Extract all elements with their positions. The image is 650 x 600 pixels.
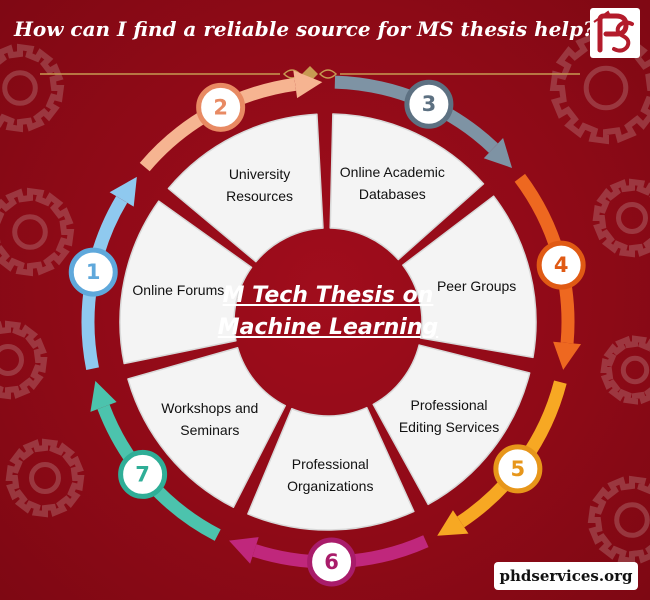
cycle-arrow-head bbox=[90, 380, 117, 412]
segment-label: Online Academic Databases bbox=[339, 164, 445, 203]
step-number: 5 bbox=[511, 457, 526, 481]
segment-panel bbox=[247, 406, 415, 531]
segment-label: Online Forums bbox=[132, 282, 225, 299]
step-number-badge: 2 bbox=[196, 82, 246, 132]
segment-5: 5 bbox=[372, 344, 567, 536]
segment-panel bbox=[127, 347, 286, 508]
step-number-badge: 6 bbox=[307, 537, 357, 587]
segment-6: 6 bbox=[229, 406, 429, 587]
segment-panel bbox=[402, 195, 537, 359]
segment-label: Professional Editing Services bbox=[398, 396, 500, 435]
gear-icon bbox=[600, 335, 650, 405]
segment-2: 2 bbox=[139, 70, 324, 263]
title-divider bbox=[40, 66, 580, 82]
step-number-badge: 1 bbox=[68, 247, 118, 297]
ps-logo-icon bbox=[590, 8, 640, 58]
segment-3: 3 bbox=[329, 75, 513, 261]
cycle-arrow-head bbox=[437, 510, 469, 536]
page-title: How can I find a reliable source for MS … bbox=[14, 17, 595, 41]
cycle-arrow-head bbox=[483, 137, 513, 168]
segment-1: 1 bbox=[68, 176, 253, 370]
gear-icon bbox=[0, 43, 65, 133]
cycle-arrow-head bbox=[553, 341, 582, 370]
gear-icon bbox=[0, 320, 48, 400]
step-number: 6 bbox=[324, 550, 339, 574]
cycle-arrow-head bbox=[293, 70, 323, 99]
step-number: 3 bbox=[422, 92, 437, 116]
segment-label: Professional Organizations bbox=[287, 455, 374, 494]
step-number: 1 bbox=[86, 260, 101, 284]
step-number-badge: 3 bbox=[404, 79, 454, 129]
segment-panel bbox=[372, 344, 531, 506]
segment-panel bbox=[119, 200, 253, 365]
gear-icon bbox=[5, 438, 85, 518]
gear-icon bbox=[587, 475, 650, 565]
website-badge[interactable]: phdservices.org bbox=[494, 562, 638, 590]
step-number-badge: 4 bbox=[536, 240, 586, 290]
cycle-arrow-head bbox=[109, 176, 137, 207]
segment-label: University Resources bbox=[226, 166, 293, 205]
center-title: M Tech Thesis on Machine Learning bbox=[217, 283, 439, 340]
segment-label: Peer Groups bbox=[436, 277, 517, 294]
segment-label: Workshops and Seminars bbox=[161, 400, 259, 439]
step-number-badge: 5 bbox=[493, 444, 543, 494]
segment-4: 4 bbox=[402, 173, 586, 370]
segment-7: 7 bbox=[90, 347, 286, 541]
step-number: 2 bbox=[213, 95, 228, 119]
gear-icon bbox=[592, 178, 650, 258]
step-number: 7 bbox=[135, 462, 150, 486]
step-number: 4 bbox=[554, 253, 569, 277]
segment-panel bbox=[167, 113, 324, 263]
segment-panel bbox=[329, 113, 485, 261]
gear-icon bbox=[0, 187, 75, 277]
cycle-arrow-head bbox=[229, 537, 259, 564]
step-number-badge: 7 bbox=[118, 449, 168, 499]
